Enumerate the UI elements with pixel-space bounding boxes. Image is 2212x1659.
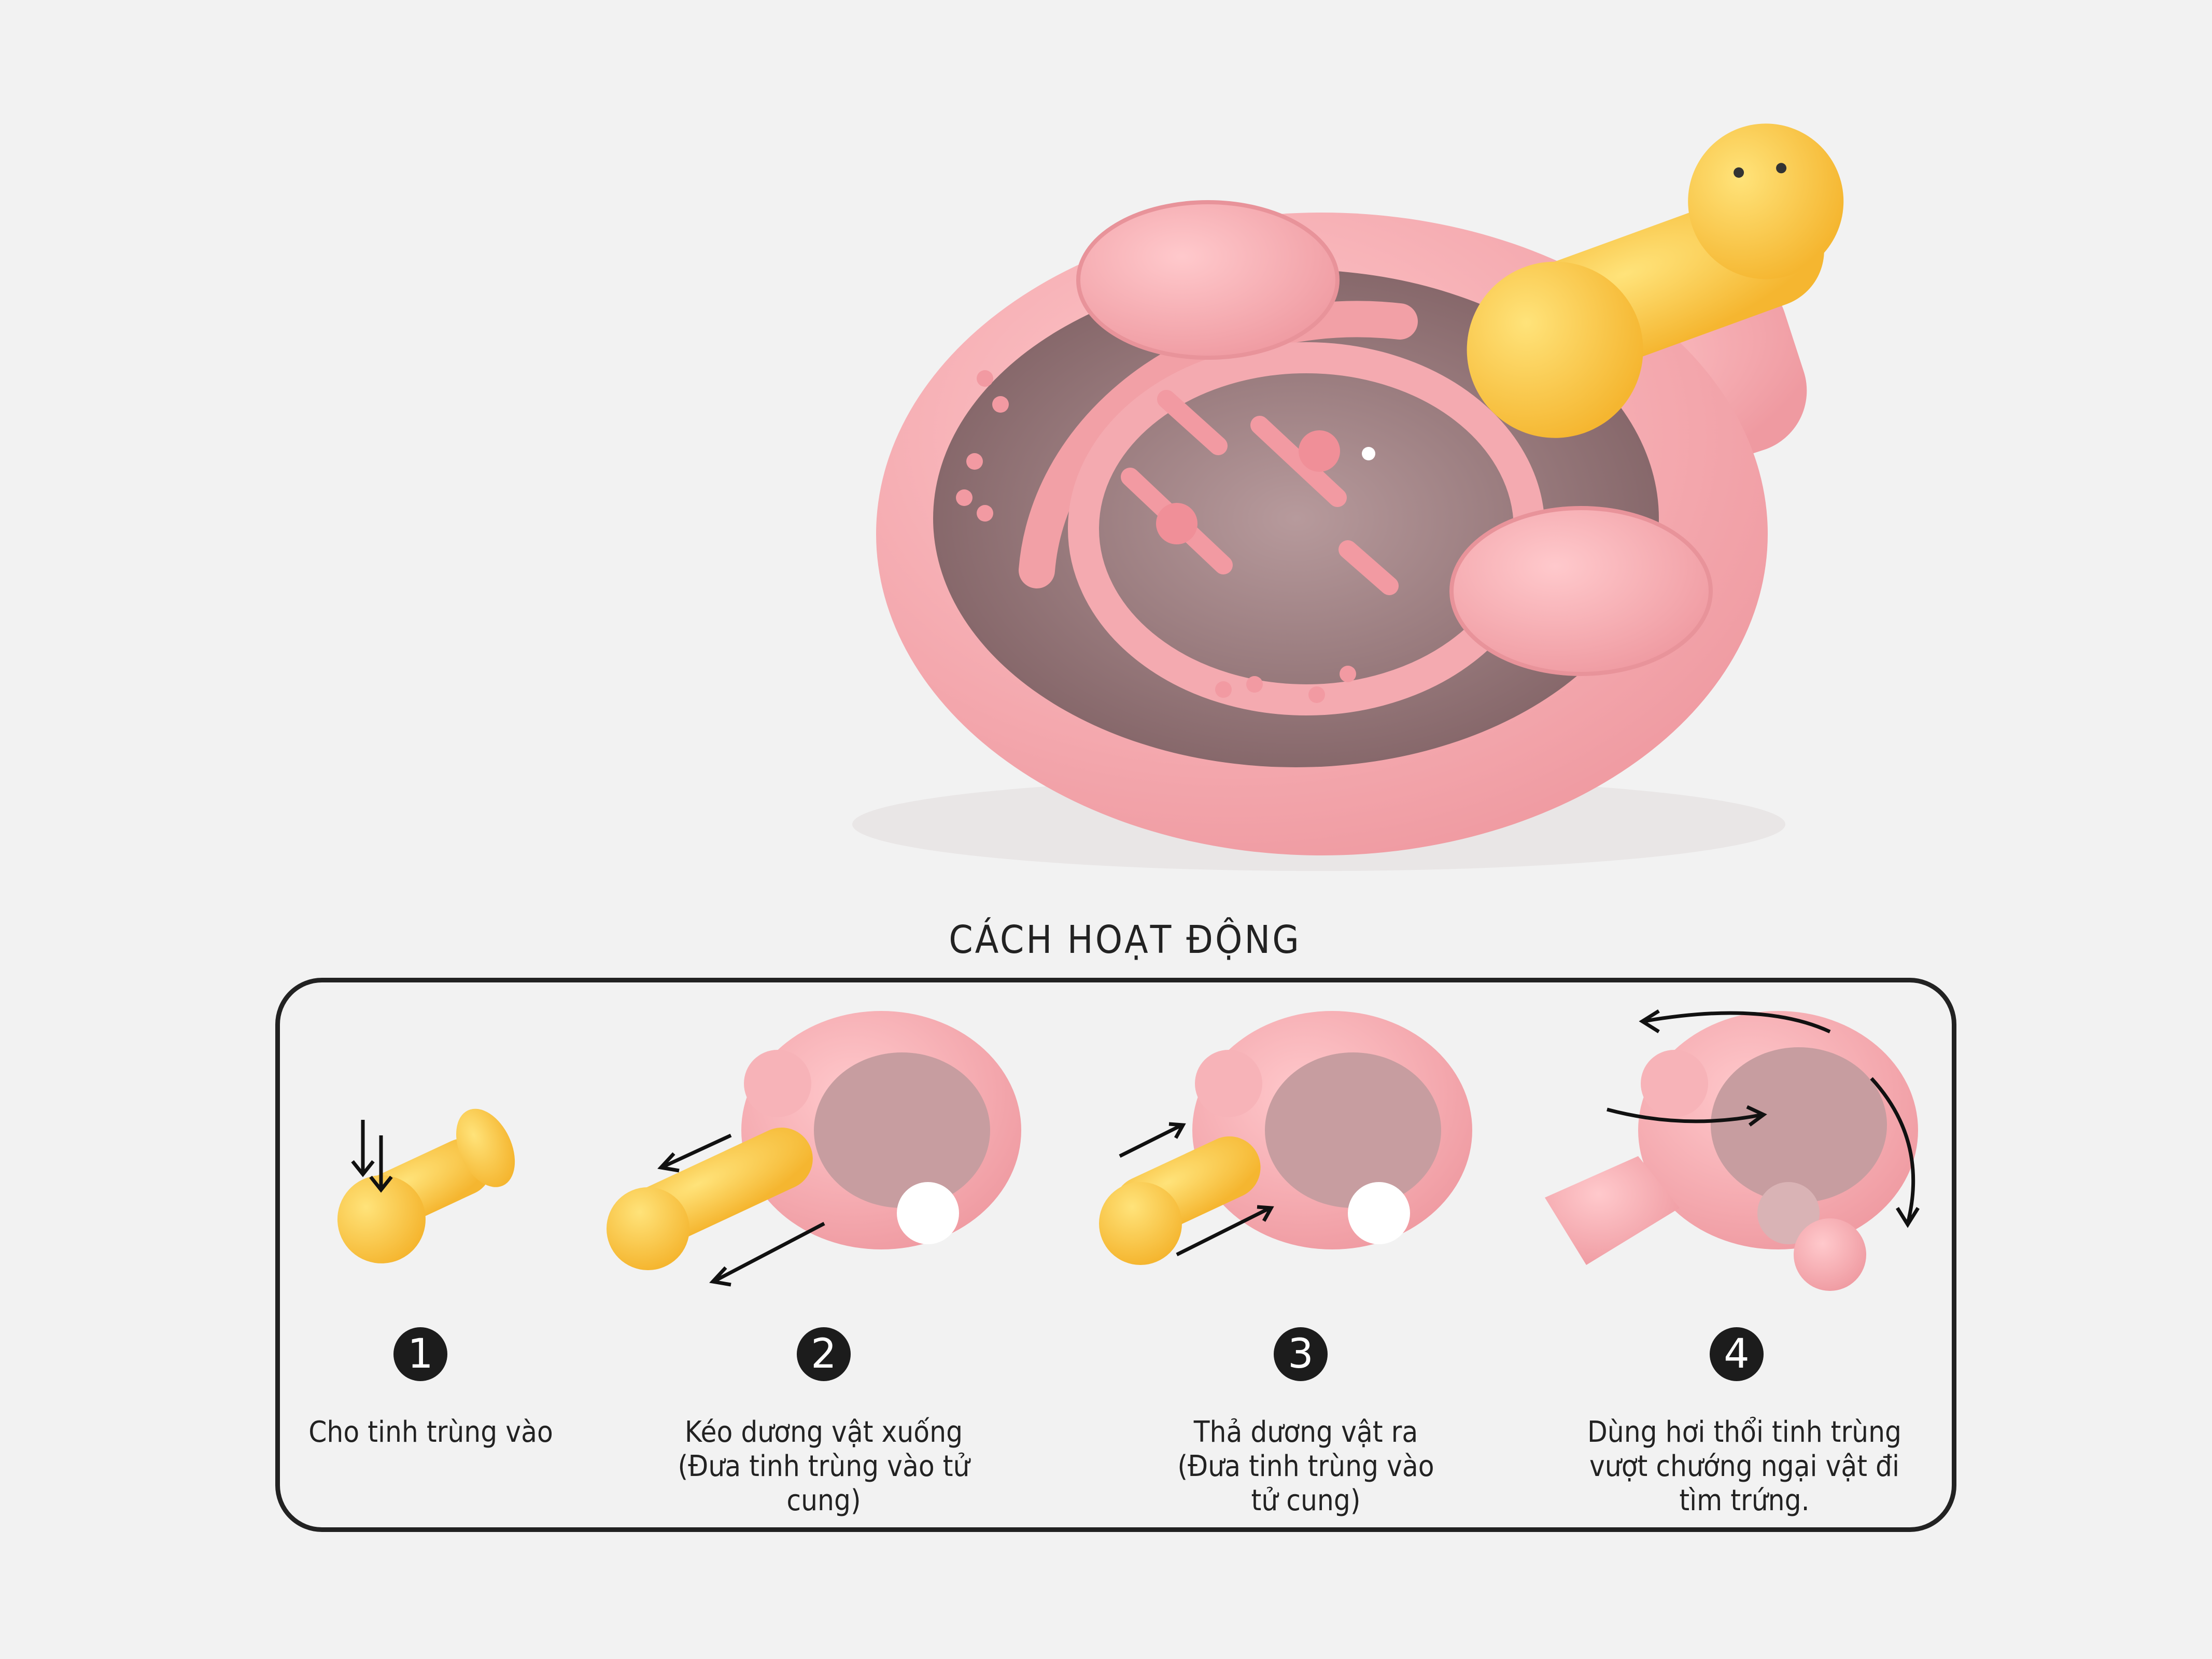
step-4-caption: Dùng hơi thổi tinh trùng vượt chướng ngạ… bbox=[1587, 1415, 1902, 1517]
step-3-caption: Thả dương vật ra (Đưa tinh trùng vào tử … bbox=[1177, 1415, 1434, 1517]
step-4-illustration bbox=[1545, 1009, 1920, 1291]
instructions-frame bbox=[275, 978, 1956, 1532]
section-title: CÁCH HOẠT ĐỘNG bbox=[949, 918, 1301, 962]
step-1-illustration bbox=[337, 1108, 515, 1263]
step-3-number: 3 bbox=[1274, 1327, 1328, 1381]
main-toy-render bbox=[852, 123, 1844, 871]
step-4-number: 4 bbox=[1710, 1327, 1764, 1381]
step-1-number: 1 bbox=[393, 1327, 447, 1381]
step-3-illustration bbox=[1099, 1011, 1472, 1265]
step-2-illustration bbox=[607, 1011, 1021, 1287]
step-2-number: 2 bbox=[797, 1327, 851, 1381]
step-1-caption: Cho tinh trùng vào bbox=[308, 1415, 553, 1449]
yellow-plunger bbox=[1467, 123, 1844, 438]
step-2-caption: Kéo dương vật xuống (Đưa tinh trùng vào … bbox=[678, 1415, 970, 1517]
